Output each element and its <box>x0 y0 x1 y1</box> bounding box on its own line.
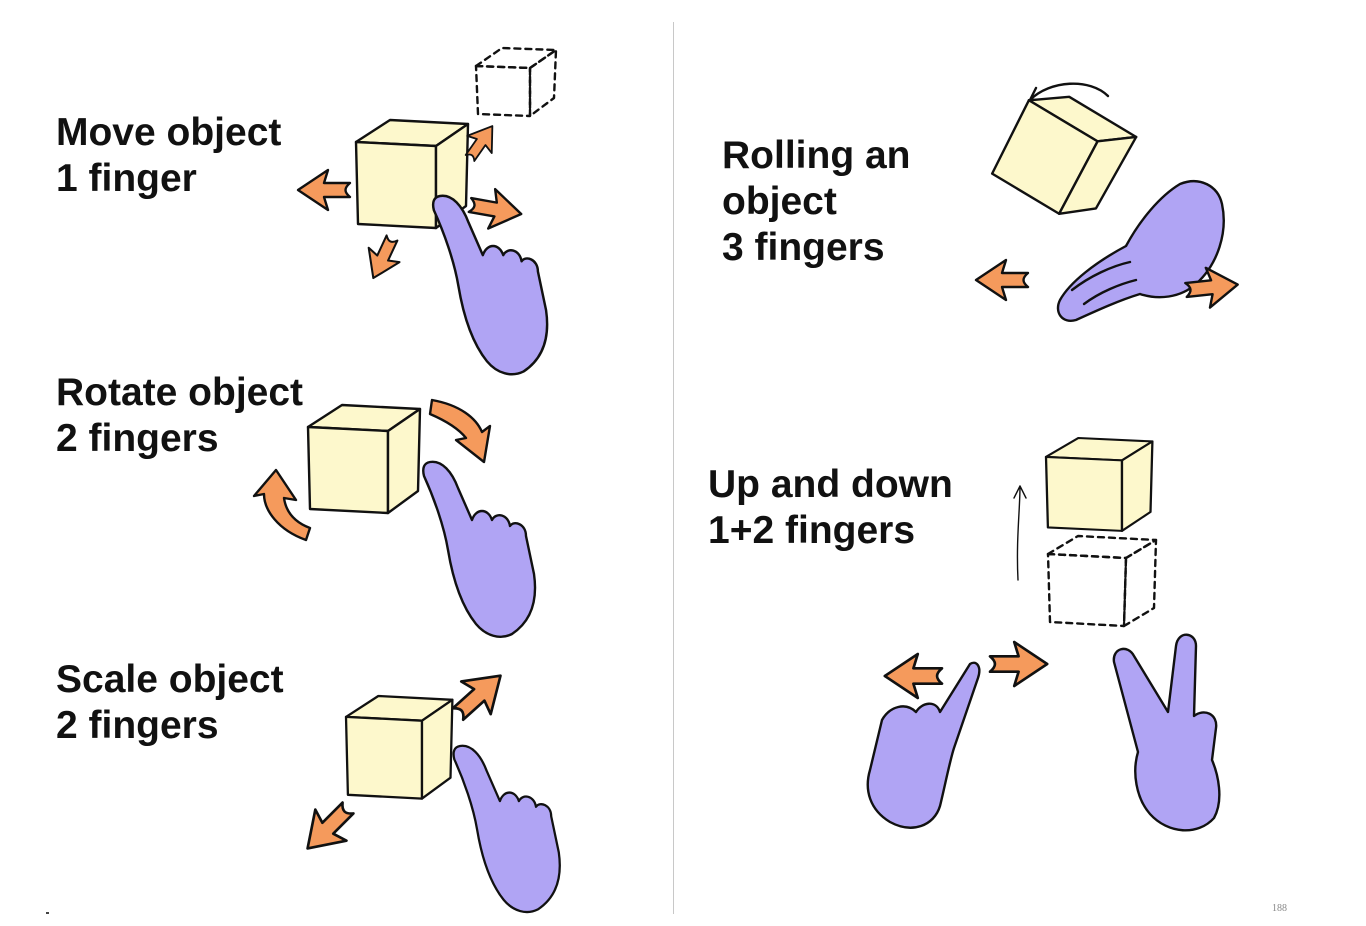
cube-icon <box>990 95 1138 215</box>
dashed-cube-icon <box>1046 534 1158 628</box>
updown-panel-illustration <box>866 436 1221 832</box>
page-mark <box>46 912 49 914</box>
panel-divider <box>673 22 674 914</box>
pointing-hand-icon <box>452 744 561 914</box>
cube-icon <box>344 694 454 800</box>
flat-hand-icon <box>1056 180 1225 322</box>
rotation-arrow-icon <box>252 468 312 542</box>
direction-arrow-icon <box>974 258 1030 302</box>
pointing-hand-icon <box>422 460 537 638</box>
cube-icon <box>1044 436 1154 533</box>
rotate-panel-illustration <box>252 398 537 638</box>
direction-arrow-icon <box>356 229 409 287</box>
v-sign-hand-icon <box>1112 633 1221 832</box>
direction-arrow-icon <box>441 658 517 732</box>
rotation-arrow-icon <box>1028 82 1110 102</box>
rotation-arrow-icon <box>428 398 492 464</box>
rolling-panel-illustration <box>974 82 1242 322</box>
up-arrow-icon <box>1013 485 1027 581</box>
move-panel-illustration <box>296 46 558 376</box>
direction-arrow-icon <box>883 652 944 700</box>
dashed-cube-icon <box>474 46 558 118</box>
cube-icon <box>306 403 422 515</box>
page-number: 188 <box>1272 903 1287 914</box>
direction-arrow-icon <box>296 168 352 212</box>
direction-arrow-icon <box>465 184 526 235</box>
scale-panel-illustration <box>290 658 561 914</box>
direction-arrow-icon <box>988 640 1049 688</box>
pointing-hand-icon <box>866 661 981 829</box>
direction-arrow-icon <box>290 791 365 866</box>
